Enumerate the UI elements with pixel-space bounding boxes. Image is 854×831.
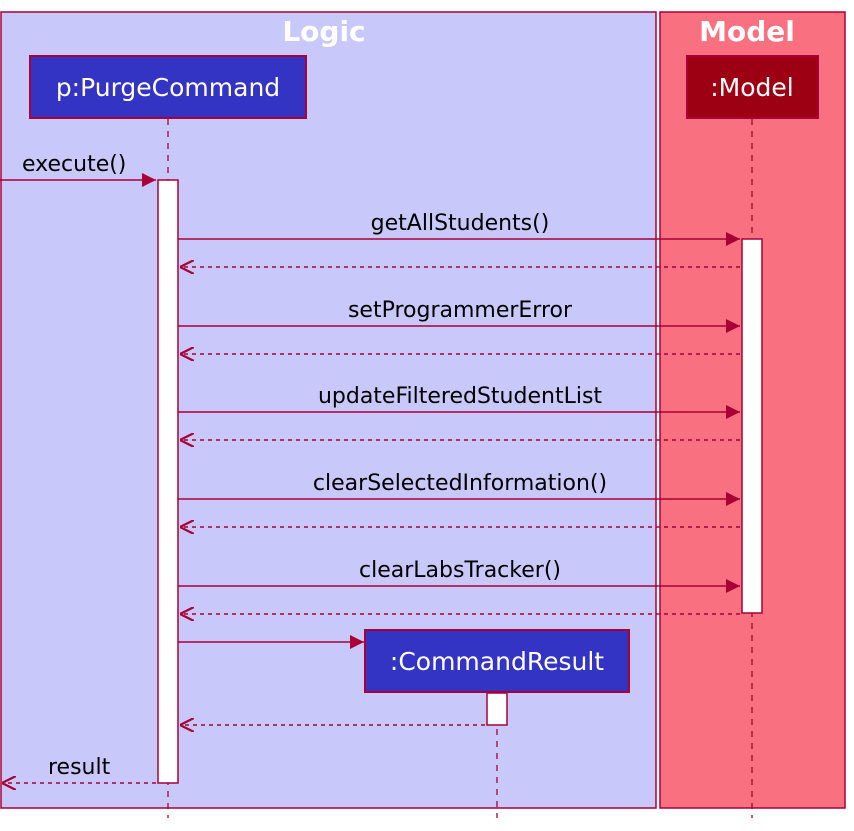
execute-label: execute() <box>22 152 126 177</box>
clear-labs-label: clearLabsTracker() <box>359 558 561 583</box>
set-programmer-error-label: setProgrammerError <box>348 298 573 323</box>
purge-command-label: p:PurgeCommand <box>56 73 280 102</box>
command-result-label: :CommandResult <box>390 647 604 676</box>
model-box-title: Model <box>699 15 795 48</box>
participant-model: :Model <box>686 55 819 119</box>
purge-activation <box>157 179 179 784</box>
participant-purge-command: p:PurgeCommand <box>29 55 307 119</box>
participant-command-result: :CommandResult <box>364 629 630 693</box>
result-activation <box>486 692 508 726</box>
model-label: :Model <box>710 73 793 102</box>
get-all-students-label: getAllStudents() <box>371 211 550 236</box>
logic-box-title: Logic <box>282 15 365 48</box>
model-activation <box>741 238 763 614</box>
update-filtered-label: updateFilteredStudentList <box>318 384 602 409</box>
clear-selected-label: clearSelectedInformation() <box>313 471 607 496</box>
result-label: result <box>48 755 111 780</box>
